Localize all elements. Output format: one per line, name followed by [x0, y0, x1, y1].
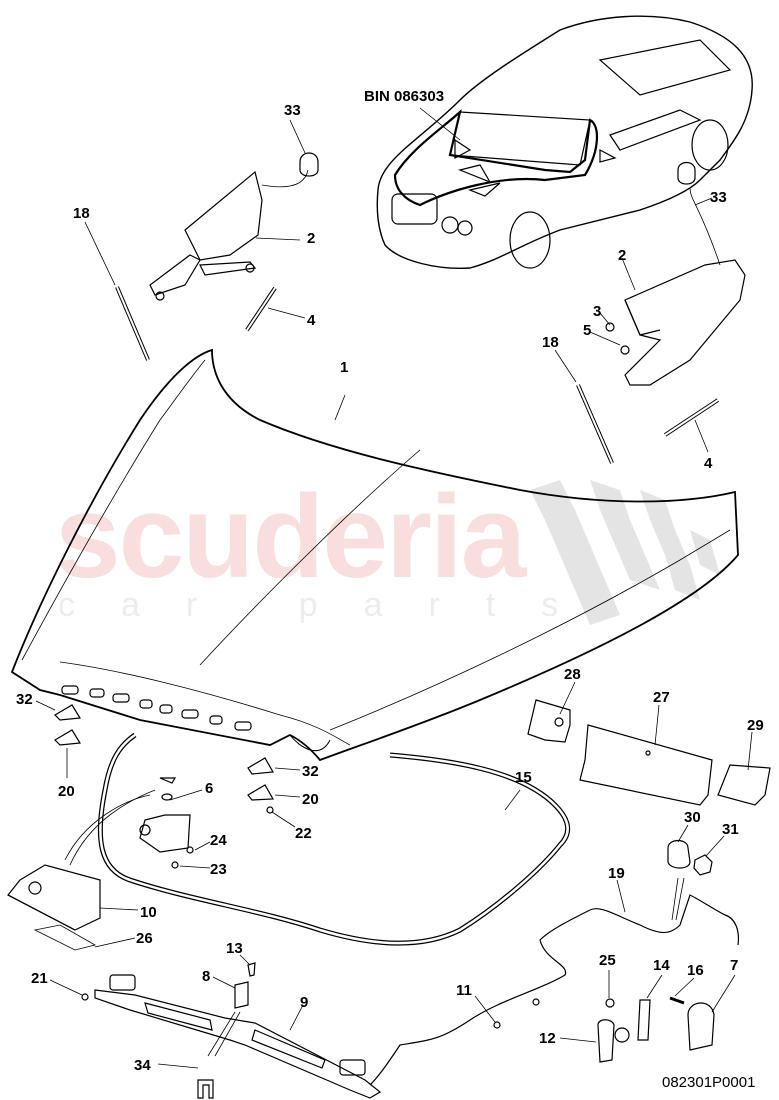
callout-31[interactable]: 31	[722, 821, 739, 838]
callout-10[interactable]: 10	[140, 904, 157, 921]
callout-5[interactable]: 5	[583, 322, 592, 339]
checkered-flag-watermark	[530, 480, 720, 625]
callout-27[interactable]: 27	[653, 689, 670, 706]
callout-32[interactable]: 32	[302, 763, 319, 780]
callout-15[interactable]: 15	[515, 769, 532, 786]
callout-29[interactable]: 29	[747, 717, 764, 734]
bonnet-panel	[10, 348, 739, 762]
lock-release-box	[7, 864, 139, 951]
callout-14[interactable]: 14	[653, 957, 670, 974]
right-stay-rod	[663, 398, 720, 453]
callout-9[interactable]: 9	[300, 994, 309, 1011]
callout-26[interactable]: 26	[136, 930, 153, 947]
lock-carrier-crossmember	[49, 954, 382, 1099]
callout-32[interactable]: 32	[16, 691, 33, 708]
callout-1[interactable]: 1	[340, 359, 349, 376]
callout-12[interactable]: 12	[539, 1030, 556, 1047]
callout-18[interactable]: 18	[542, 334, 559, 351]
callout-19[interactable]: 19	[608, 865, 625, 882]
drawing-code: 082301P0001	[662, 1074, 756, 1091]
callout-2[interactable]: 2	[307, 230, 316, 247]
left-hinge-assembly	[149, 119, 319, 301]
callout-24[interactable]: 24	[210, 832, 227, 849]
callout-33[interactable]: 33	[284, 102, 301, 119]
insulation-pads	[527, 681, 771, 806]
callout-2[interactable]: 2	[618, 247, 627, 264]
callout-3[interactable]: 3	[593, 303, 602, 320]
callout-34[interactable]: 34	[134, 1057, 151, 1074]
release-handle-parts	[559, 970, 736, 1063]
callout-30[interactable]: 30	[684, 809, 701, 826]
callout-11[interactable]: 11	[456, 982, 472, 999]
callout-7[interactable]: 7	[730, 957, 739, 974]
left-gas-strut	[84, 221, 150, 361]
callout-20[interactable]: 20	[302, 791, 319, 808]
left-stay-rod	[245, 286, 306, 332]
callout-21[interactable]: 21	[31, 970, 48, 987]
bin-reference-label: BIN 086303	[364, 88, 445, 105]
callout-8[interactable]: 8	[202, 968, 211, 985]
right-gas-strut	[554, 349, 614, 464]
callout-23[interactable]: 23	[210, 861, 227, 878]
bonnet-seal	[97, 732, 571, 946]
car-illustration	[376, 15, 753, 270]
callout-4[interactable]: 4	[307, 312, 316, 329]
callout-16[interactable]: 16	[687, 962, 704, 979]
callout-22[interactable]: 22	[295, 825, 312, 842]
bonnet-lock	[64, 777, 211, 869]
callout-13[interactable]: 13	[226, 940, 243, 957]
bonnet-buffers	[35, 700, 301, 828]
callout-20[interactable]: 20	[58, 783, 75, 800]
cable-clips	[667, 824, 725, 921]
release-cable	[369, 879, 740, 1086]
callout-25[interactable]: 25	[599, 952, 616, 969]
watermark-car-parts: car parts	[58, 586, 605, 624]
callout-6[interactable]: 6	[205, 780, 214, 797]
callout-18[interactable]: 18	[73, 205, 90, 222]
callout-28[interactable]: 28	[564, 666, 581, 683]
watermark-scuderia: scuderia	[55, 471, 526, 603]
callout-4[interactable]: 4	[704, 455, 713, 472]
callout-33[interactable]: 33	[710, 189, 727, 206]
right-hinge-assembly	[589, 161, 746, 386]
